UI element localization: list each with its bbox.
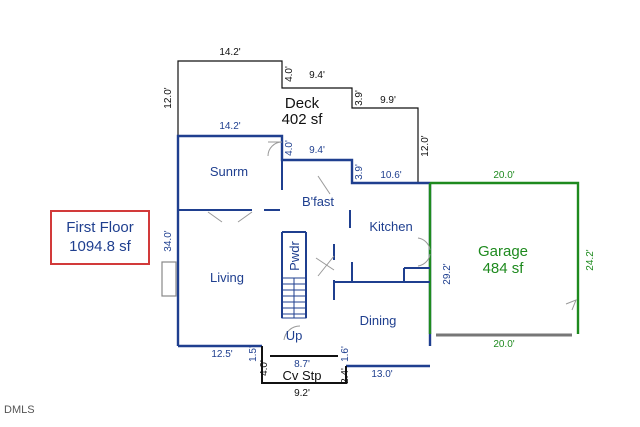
dim-cv-left-upper: 1.5' bbox=[248, 346, 259, 362]
dim-house-step1-h: 9.4' bbox=[309, 145, 325, 156]
deck-area: 402 sf bbox=[282, 111, 324, 128]
dim-cv-right-upper: 1.6' bbox=[340, 346, 351, 362]
room-breakfast: B'fast bbox=[302, 194, 334, 209]
dim-bottom-right: 13.0' bbox=[371, 369, 392, 380]
dim-cv-right-lower: 2.4' bbox=[340, 368, 351, 384]
dim-deck-step2-v: 3.9' bbox=[354, 90, 365, 106]
first-floor-summary-box bbox=[50, 210, 150, 265]
dim-deck-right: 12.0' bbox=[420, 135, 431, 156]
dmls-watermark: DMLS bbox=[4, 404, 35, 416]
room-covered-step: Cv Stp bbox=[282, 368, 321, 383]
door-swings bbox=[207, 141, 577, 341]
dim-house-right: 29.2' bbox=[442, 263, 453, 284]
dim-deck-step1-h: 9.4' bbox=[309, 70, 325, 81]
room-sunroom: Sunrm bbox=[210, 164, 248, 179]
room-dining: Dining bbox=[360, 313, 397, 328]
dim-cv-bottom: 9.2' bbox=[294, 388, 310, 399]
garage-area: 484 sf bbox=[483, 260, 525, 277]
dim-deck-top: 14.2' bbox=[219, 47, 240, 58]
dim-deck-left: 12.0' bbox=[163, 87, 174, 108]
dim-deck-step1-v: 4.0' bbox=[284, 66, 295, 82]
first-floor-title: First Floor bbox=[66, 219, 134, 236]
staircase bbox=[281, 277, 307, 319]
room-living: Living bbox=[210, 270, 244, 285]
garage-outline bbox=[428, 181, 580, 334]
dim-house-step1-v: 4.0' bbox=[284, 140, 295, 156]
interior-walls bbox=[178, 160, 430, 318]
dim-cv-top: 8.7' bbox=[294, 359, 310, 370]
garage-name: Garage bbox=[478, 243, 528, 260]
dim-deck-step2-h: 9.9' bbox=[380, 95, 396, 106]
deck-outline bbox=[177, 60, 419, 182]
fireplace bbox=[161, 261, 177, 297]
covered-step-outline bbox=[261, 346, 347, 384]
dim-bottom-left: 12.5' bbox=[211, 349, 232, 360]
dim-cv-left-lower: 4.0' bbox=[259, 360, 270, 376]
dim-garage-right: 24.2' bbox=[585, 249, 596, 270]
dim-garage-top: 20.0' bbox=[493, 170, 514, 181]
dim-house-step2-v: 3.9' bbox=[354, 164, 365, 180]
dim-house-left: 34.0' bbox=[163, 230, 174, 251]
first-floor-area: 1094.8 sf bbox=[69, 238, 132, 255]
room-kitchen: Kitchen bbox=[369, 219, 412, 234]
dim-garage-bottom: 20.0' bbox=[493, 339, 514, 350]
room-stairs: Up bbox=[286, 328, 303, 343]
dim-house-step2-h: 10.6' bbox=[380, 170, 401, 181]
dim-house-top: 14.2' bbox=[219, 121, 240, 132]
deck-name: Deck bbox=[285, 95, 320, 112]
room-powder: Pwdr bbox=[287, 241, 302, 271]
